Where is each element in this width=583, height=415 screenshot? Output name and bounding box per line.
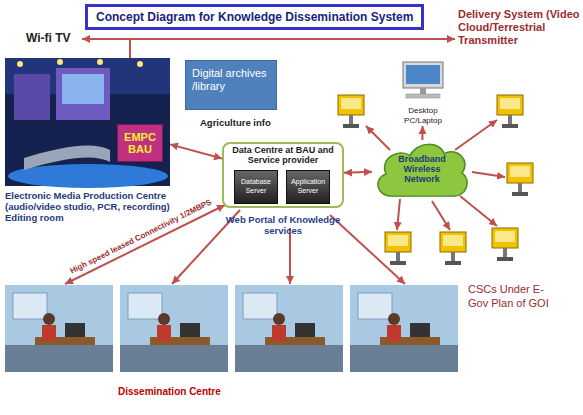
- free-label: CSCs Under E-Gov Plan of GOI: [468, 282, 560, 310]
- studio-light: [57, 59, 63, 65]
- leased-line: [65, 205, 225, 284]
- studio-light: [97, 59, 103, 65]
- keyboard: [406, 94, 440, 98]
- studio-monitor: [62, 74, 104, 104]
- free-label: Wi-fi TV: [26, 31, 71, 45]
- dissemination-photo: [235, 285, 343, 372]
- desktop-illustration: [403, 62, 443, 98]
- leased-line: [289, 228, 291, 284]
- kiosk-arrow: [472, 172, 505, 177]
- kiosk-terminal: [507, 163, 533, 196]
- diagram-title: Concept Diagram for Knowledge Disseminat…: [85, 4, 424, 30]
- broadcast-wire: [129, 39, 131, 58]
- dissemination-photo: [120, 285, 228, 372]
- node-text: Broadband Wireless Network: [387, 154, 457, 184]
- kiosk-terminal: [492, 228, 518, 261]
- kiosk-terminal: [440, 232, 466, 265]
- connector-line: [421, 126, 423, 140]
- studio-light: [17, 61, 23, 67]
- room-photo-group: [5, 285, 458, 372]
- dissemination-photo: [5, 285, 113, 372]
- studio-light: [137, 61, 143, 67]
- studio-illustration: [5, 58, 170, 188]
- broadcast-wire: [82, 38, 455, 40]
- monitor-frame: [403, 62, 443, 88]
- node-text: Digital archives /library: [186, 61, 276, 99]
- node-text: Electronic Media Production Centre (audi…: [5, 190, 179, 223]
- node-text: Application Server: [287, 171, 329, 195]
- dissemination-photo: [350, 285, 458, 372]
- connector-line: [170, 144, 222, 158]
- free-label: Agriculture info: [200, 117, 271, 128]
- server-box: Database Server: [234, 170, 278, 204]
- kiosk-terminal: [385, 232, 411, 265]
- free-label: Delivery System (Video Cloud/Terrestrial…: [458, 8, 582, 47]
- studio-box: Electronic Media Production Centre (audi…: [5, 58, 170, 186]
- node-text: Data Centre at BAU and Service provider: [224, 145, 342, 165]
- empc-badge: EMPC BAU: [117, 124, 163, 162]
- data-centre-box: Data Centre at BAU and Service providerW…: [222, 142, 344, 208]
- desktop-box: Desktop PC/Laptop: [395, 60, 451, 126]
- cloud-shape: [378, 144, 467, 196]
- kiosk-arrow: [455, 120, 497, 150]
- free-label: Dissemination Centre: [118, 386, 221, 397]
- node-text: EMPC BAU: [118, 125, 162, 155]
- kiosk-arrow: [432, 201, 450, 230]
- kiosk-terminal: [497, 95, 523, 128]
- studio-desk: [24, 146, 110, 171]
- node-text: Database Server: [235, 171, 277, 195]
- node-text: Desktop PC/Laptop: [391, 106, 455, 126]
- studio-screen: [14, 74, 50, 120]
- archive-box: Digital archives /library: [185, 60, 277, 110]
- monitor-screen: [406, 65, 440, 84]
- studio-screen: [56, 68, 110, 120]
- monitor-stand: [420, 88, 426, 94]
- leased-line: [330, 215, 405, 284]
- server-box: Application Server: [286, 170, 330, 204]
- network-cloud: Broadband Wireless Network: [372, 140, 472, 200]
- kiosk-arrow: [366, 126, 390, 150]
- kiosk-arrow: [397, 199, 400, 230]
- node-text: Web Portal of Knowledge services: [212, 214, 354, 236]
- kiosk-group: [338, 95, 533, 265]
- connector-line: [344, 172, 372, 173]
- kiosk-arrow: [460, 196, 497, 226]
- studio-floor: [8, 164, 168, 188]
- kiosk-terminal: [338, 95, 364, 128]
